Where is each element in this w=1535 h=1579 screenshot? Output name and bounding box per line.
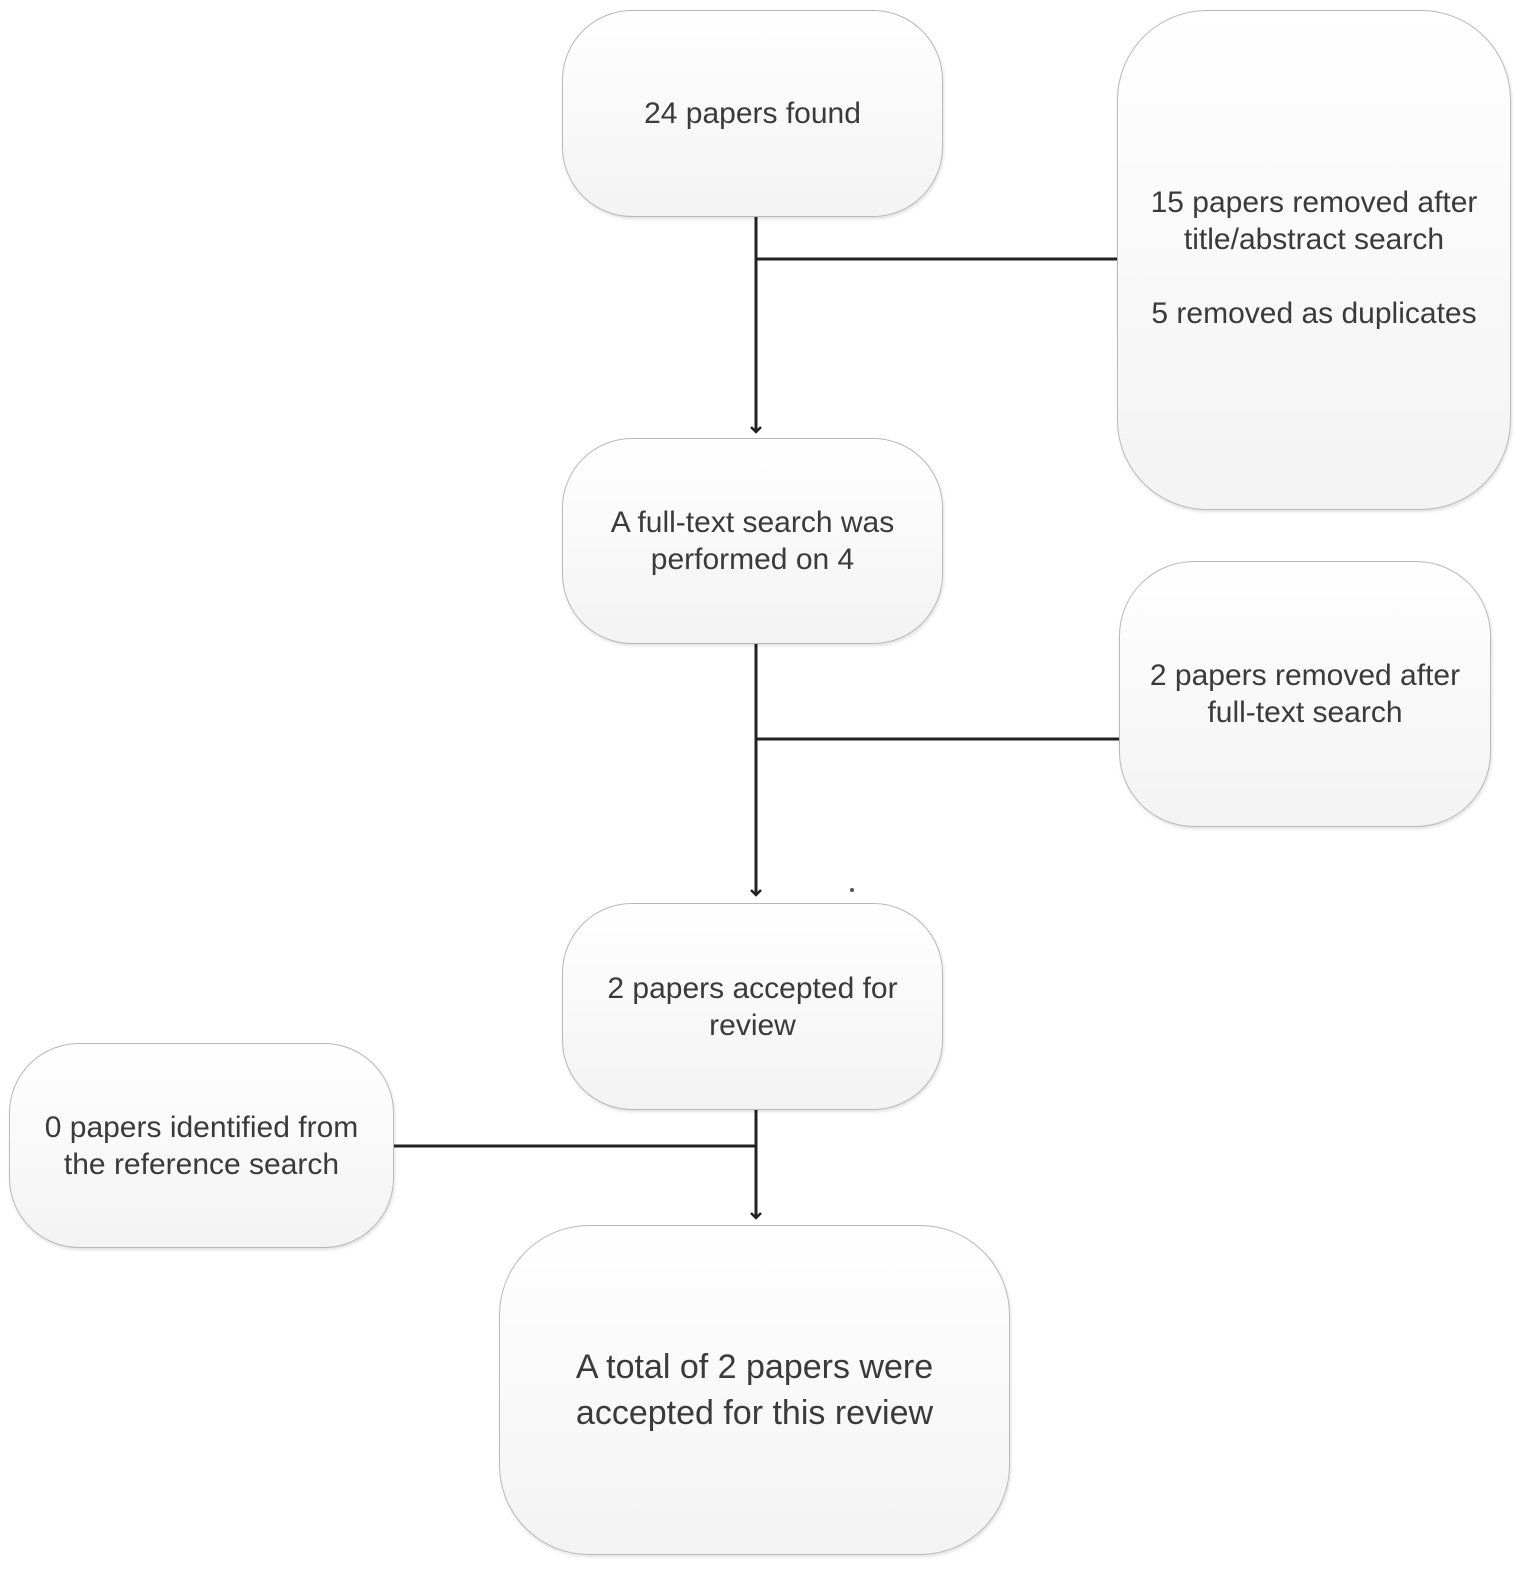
removed-fulltext-text: 2 papers removed after full-text search <box>1149 659 1461 729</box>
fulltext-search-box: A full-text search was performed on 4 <box>562 438 943 644</box>
accepted-for-review-text: 2 papers accepted for review <box>607 971 898 1042</box>
papers-found-box: 24 papers found <box>562 10 943 217</box>
stray-dot <box>850 888 854 892</box>
total-accepted-box: A total of 2 papers were accepted for th… <box>499 1225 1010 1555</box>
fulltext-search-text: A full-text search was performed on 4 <box>610 506 895 576</box>
removed-fulltext-box: 2 papers removed after full-text search <box>1119 561 1491 827</box>
reference-search-box: 0 papers identified from the reference s… <box>9 1043 394 1248</box>
total-accepted-text: A total of 2 papers were accepted for th… <box>575 1348 934 1432</box>
papers-found-text: 24 papers found <box>644 97 861 130</box>
removed-title-abstract-text: 15 papers removed after title/abstract s… <box>1150 186 1478 256</box>
removed-title-abstract-box: 15 papers removed after title/abstract s… <box>1117 10 1511 510</box>
accepted-for-review-box: 2 papers accepted for review <box>562 903 943 1110</box>
removed-duplicates-text: 5 removed as duplicates <box>1151 297 1477 330</box>
reference-search-text: 0 papers identified from the reference s… <box>44 1110 359 1181</box>
